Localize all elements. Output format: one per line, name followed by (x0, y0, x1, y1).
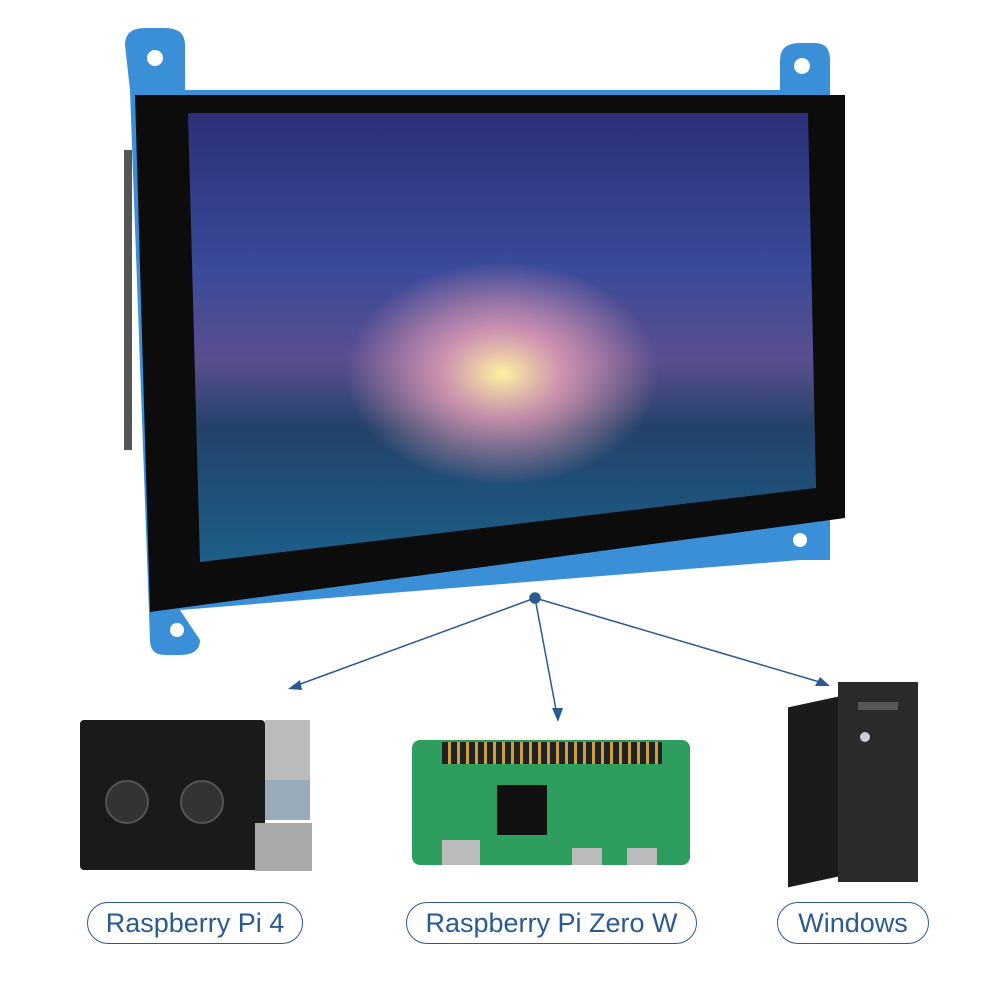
label-raspberry-pi-4: Raspberry Pi 4 (87, 902, 303, 944)
label-windows: Windows (777, 902, 929, 944)
monitor-graphic (124, 28, 845, 655)
raspberry-pi-zero-board-icon (412, 740, 690, 865)
desktop-tower-pc-icon (788, 672, 920, 888)
label-raspberry-pi-zero-w: Raspberry Pi Zero W (406, 902, 697, 944)
connection-arrows (288, 592, 830, 722)
raspberry-pi-4-case-icon (80, 715, 312, 875)
